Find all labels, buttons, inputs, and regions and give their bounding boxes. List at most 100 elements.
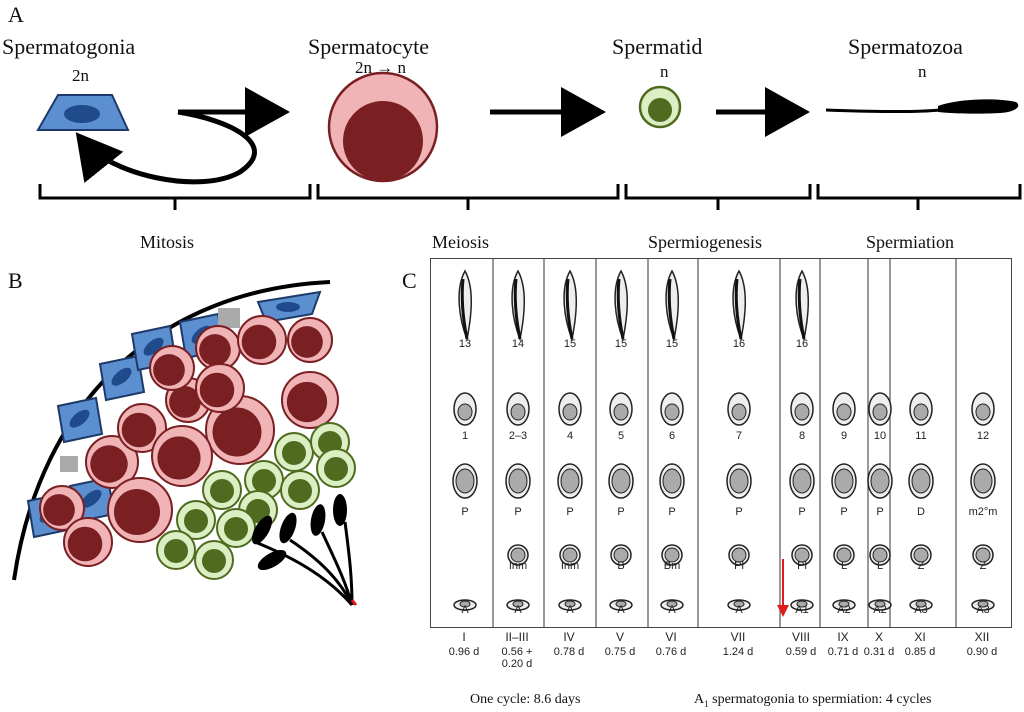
ploidy-spermatocyte: 2n → n — [355, 58, 406, 77]
spermatocyte-cell — [39, 485, 85, 531]
cell-label: 16 — [796, 338, 808, 350]
stage-duration: 0.59 d — [785, 646, 817, 658]
cell-label: 10 — [874, 430, 886, 442]
cell-label: Bm — [664, 560, 681, 572]
germ-cell-icon — [558, 392, 582, 426]
phase-spermiation: Spermiation — [866, 232, 954, 252]
spermatocyte-cell — [281, 371, 339, 429]
spermatid-cell — [156, 530, 196, 570]
germ-cell-icon — [832, 599, 856, 611]
germ-cell-icon — [727, 599, 751, 611]
cell-label: Inm — [561, 560, 579, 572]
stage-number: V — [615, 630, 625, 644]
panel-a-diagram — [36, 71, 1022, 210]
germ-cell-icon — [727, 392, 751, 426]
germ-cell-icon — [610, 544, 632, 566]
spermatocyte-cell — [327, 71, 439, 183]
bracket-spermiation — [816, 184, 1022, 210]
cell-label: m2°m — [969, 506, 998, 518]
spermatid-cell — [274, 432, 314, 472]
panel-b-label: B — [8, 268, 23, 293]
spermatocyte-cell — [117, 403, 167, 453]
germ-cell-icon — [609, 392, 633, 426]
cell-label: 15 — [666, 338, 678, 350]
germ-cell-icon — [557, 463, 583, 499]
spermatocyte-cell — [205, 395, 275, 465]
footer-cycle: One cycle: 8.6 days — [470, 692, 581, 707]
spermatogonium-cell — [98, 354, 146, 402]
germ-cell-icon — [558, 599, 582, 611]
germ-cell-icon — [453, 599, 477, 611]
germ-cell-icon — [660, 599, 684, 611]
cell-label: 1 — [462, 430, 468, 442]
footer-cycles-to-spermiation: A1 spermatogonia to spermiation: 4 cycle… — [694, 692, 932, 709]
cell-label: P — [461, 506, 468, 518]
germ-cell-icon — [795, 269, 810, 342]
germ-cell-icon — [867, 463, 893, 499]
germ-cell-icon — [458, 269, 473, 342]
cell-label: 5 — [618, 430, 624, 442]
germ-cell-icon — [909, 599, 933, 611]
bracket-spermiogenesis — [624, 184, 812, 210]
cell-label: 15 — [564, 338, 576, 350]
cell-label: P — [617, 506, 624, 518]
cell-label: A — [617, 604, 625, 616]
germ-cell-icon — [452, 463, 478, 499]
phase-meiosis: Meiosis — [432, 232, 490, 252]
cell-label: P — [735, 506, 742, 518]
germ-cell-icon — [732, 269, 747, 342]
spermatid-cell — [194, 540, 234, 580]
germ-cell-icon — [790, 599, 814, 611]
stage-number: VIII — [791, 630, 811, 644]
stage-duration: 0.31 d — [863, 646, 895, 658]
cell-label: 16 — [733, 338, 745, 350]
germ-cell-icon — [559, 544, 581, 566]
germ-cell-icon — [563, 269, 578, 342]
cell-label: 12 — [977, 430, 989, 442]
spermatid-cell — [316, 448, 356, 488]
cell-label: 13 — [459, 338, 471, 350]
cell-label: Pl — [797, 560, 807, 572]
sertoli-cell — [60, 456, 78, 472]
cell-label: 2–3 — [509, 430, 527, 442]
germ-cell-icon — [506, 599, 530, 611]
cell-label: A1 — [795, 604, 808, 616]
spermatid-cell — [216, 508, 256, 548]
germ-cell-icon — [868, 599, 892, 611]
ploidy-spermatid: n — [660, 62, 669, 81]
cell-label: A3 — [976, 604, 989, 616]
germ-cell-icon — [505, 463, 531, 499]
germ-cell-icon — [971, 392, 995, 426]
stage-duration: 0.76 d — [655, 646, 687, 658]
spermatozoon — [825, 99, 1019, 114]
panel-a-label: A — [8, 2, 24, 27]
stage-number: I — [462, 630, 466, 644]
stage-number: IX — [837, 630, 849, 644]
stage-duration: 1.24 d — [722, 646, 754, 658]
cell-label: A — [461, 604, 469, 616]
cell-label: Z — [918, 560, 925, 572]
stage-number: VI — [665, 630, 677, 644]
stage-title-spermatid: Spermatid — [612, 34, 703, 59]
cell-label: A — [668, 604, 676, 616]
spermatocyte-cell — [63, 517, 113, 567]
cell-label: Inm — [509, 560, 527, 572]
cell-label: A — [514, 604, 522, 616]
cell-label: Pl — [734, 560, 744, 572]
germ-cell-icon — [511, 269, 526, 342]
germ-cell-icon — [506, 392, 530, 426]
cell-label: P — [840, 506, 847, 518]
stage-duration: 0.90 d — [966, 646, 998, 658]
germ-cell-icon — [507, 544, 529, 566]
cell-label: P — [668, 506, 675, 518]
ploidy-spermatozoa: n — [918, 62, 927, 81]
spermatocyte-cell — [149, 345, 195, 391]
germ-cell-icon — [726, 463, 752, 499]
germ-cell-icon — [833, 544, 855, 566]
panel-c-label: C — [402, 268, 417, 293]
germ-cell-icon — [661, 544, 683, 566]
cell-label: A — [735, 604, 743, 616]
germ-cell-icon — [665, 269, 680, 342]
